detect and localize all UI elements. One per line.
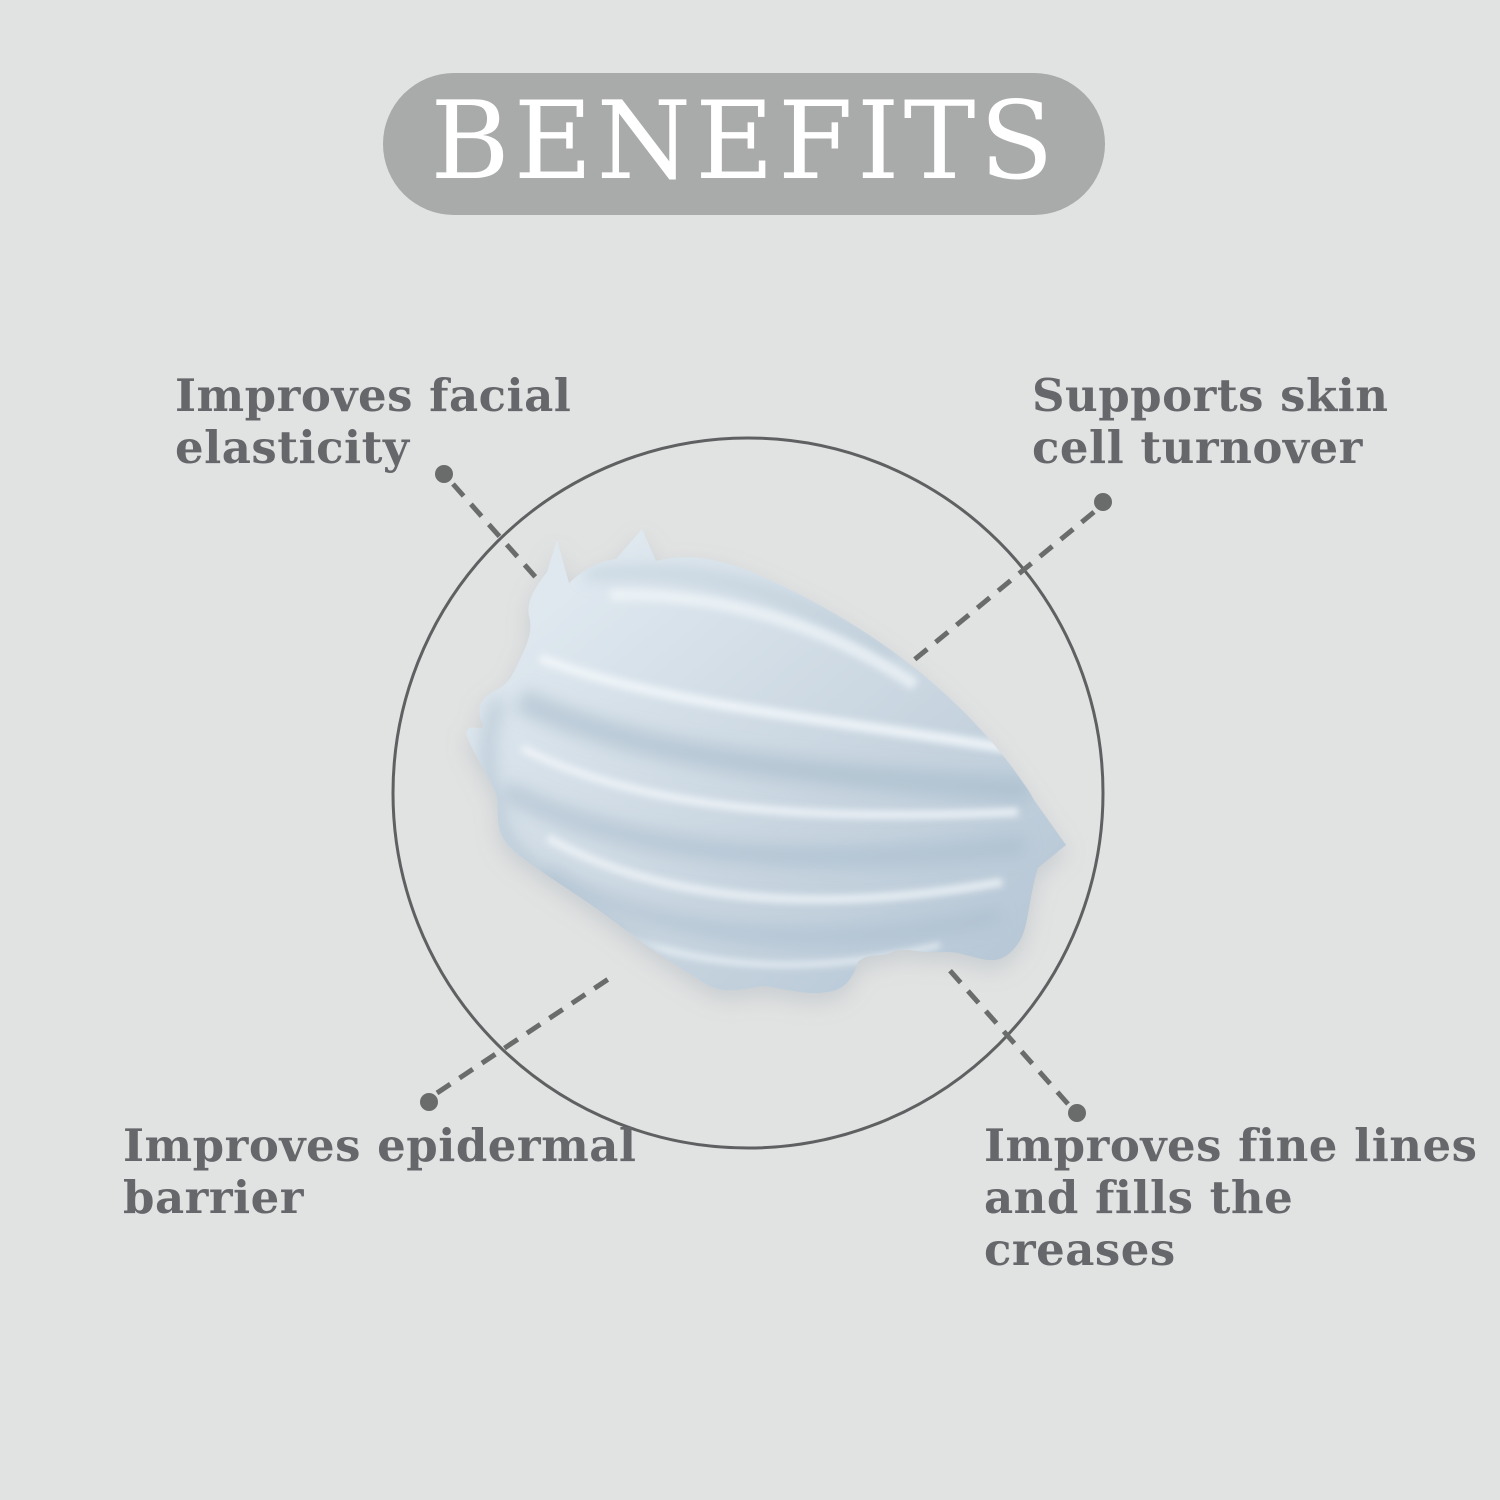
benefit-line: and fills the creases <box>984 1171 1294 1276</box>
connector-dot-top-left <box>435 465 453 483</box>
benefit-label-bottom-left: Improves epidermal barrier <box>123 1120 637 1224</box>
title-pill: BENEFITS <box>383 73 1105 215</box>
benefit-line: Improves fine lines <box>984 1119 1478 1172</box>
center-circle <box>391 436 1105 1150</box>
connector-line-top-left <box>451 482 541 583</box>
connector-line-top-right <box>912 510 1096 662</box>
benefit-line: Improves epidermal <box>123 1119 637 1172</box>
benefit-line: cell turnover <box>1032 421 1363 474</box>
connector-line-bottom-right <box>943 963 1070 1106</box>
connector-dot-top-right <box>1094 493 1112 511</box>
benefit-line: barrier <box>123 1171 304 1224</box>
benefit-line: Supports skin <box>1032 369 1389 422</box>
benefit-line: elasticity <box>175 421 410 474</box>
page-title: BENEFITS <box>430 79 1058 204</box>
benefit-label-top-left: Improves facial elasticity <box>175 370 571 474</box>
benefit-line: Improves facial <box>175 369 572 422</box>
benefit-label-bottom-right: Improves fine lines and fills the crease… <box>984 1120 1500 1276</box>
connector-dot-bottom-left <box>420 1093 438 1111</box>
connector-dot-bottom-right <box>1068 1104 1086 1122</box>
connector-line-bottom-left <box>435 975 612 1096</box>
cream-swatch-illustration <box>466 529 1066 994</box>
benefit-label-top-right: Supports skin cell turnover <box>1032 370 1388 474</box>
